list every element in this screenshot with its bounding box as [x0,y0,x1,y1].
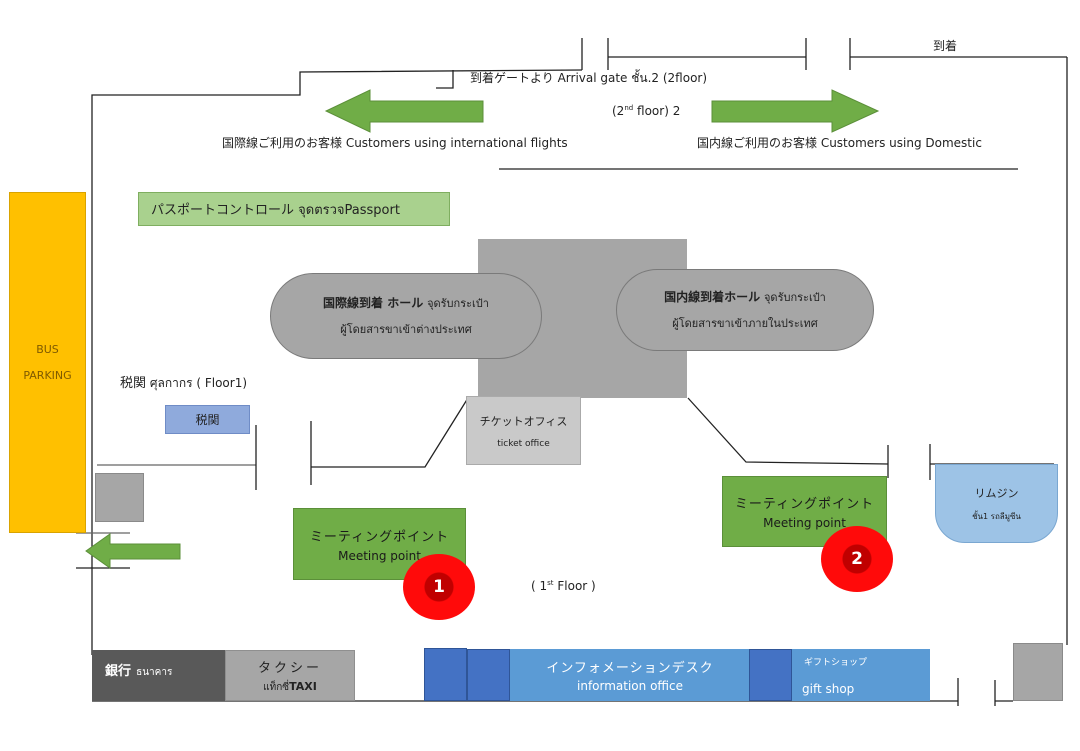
info-counter-left-1 [424,648,467,701]
second-floor-label: (2nd floor) 2 [612,104,680,118]
ticket-office[interactable]: チケットオフィス ticket office [466,396,581,465]
wall-gate-step [436,70,454,89]
arrow-right-domestic [711,89,880,133]
first-floor-prefix: ( 1 [531,579,548,593]
customs-box-label: 税関 [195,413,220,427]
arrival-corner-label: 到着 [933,39,958,53]
taxi-en: TAXI [289,679,317,693]
information-desk[interactable]: インフォメーションデスク information office [510,649,750,701]
international-customers-label: 国際線ご利用のお客様 Customers using international… [222,136,568,150]
meeting-point-2-ja: ミーティングポイント [734,497,875,512]
info-en: information office [577,679,683,693]
wall-top-left [91,69,583,655]
taxi-label: แท็กซี่TAXI [263,680,317,695]
taxi-stand[interactable]: タクシー แท็กซี่TAXI [225,650,355,701]
bus-parking-label-line1: BUS [36,342,59,356]
intl-hall-ja: 国際線到着 ホール [323,296,424,310]
second-floor-sup: nd [624,104,634,112]
meeting-point-1-badge: 1 [403,554,475,620]
customs-heading-th: ศุลกากร ( Floor1) [149,376,248,390]
bank-ja: 銀行 [105,664,132,679]
dom-hall-th: จุดรับกระเป๋า [763,291,826,304]
info-counter-right [749,649,792,701]
limousine-counter[interactable]: リムジン ชั้น1 รถลีมูซีน [935,464,1058,543]
bus-parking-area[interactable]: BUS PARKING [9,192,86,533]
intl-hall-line1: 国際線到着 ホール จุดรับกระเป๋า [323,294,489,312]
passport-control-label: パスポートコントロール จุดตรวจPassport [151,202,400,218]
gift-ja: ギフトショップ [804,657,868,668]
dom-hall-line2: ผู้โดยสารขาเข้าภายในประเทศ [672,317,818,330]
intl-hall-line2: ผู้โดยสารขาเข้าต่างประเทศ [340,323,472,336]
left-pillar [95,473,144,522]
meeting-point-1-en: Meeting point [338,548,421,563]
info-ja: インフォメーションデスク [546,661,714,676]
dom-hall-ja: 国内線到着ホール [664,290,761,304]
ticket-office-ja: チケットオフィス [479,414,568,428]
intl-hall-th: จุดรับกระเป๋า [427,297,489,310]
meeting-point-2-badge: 2 [821,526,893,592]
meeting-point-2-en: Meeting point [763,516,846,530]
meeting-point-1-ja: ミーティングポイント [309,529,450,545]
gift-shop[interactable]: ギフトショップ gift shop [792,649,930,701]
arrival-gate-label: 到着ゲートより Arrival gate ชั้น.2 (2floor) [470,71,708,85]
taxi-ja: タクシー [257,660,322,676]
bus-parking-label-line2: PARKING [23,368,72,382]
domestic-customers-label: 国内線ご利用のお客様 Customers using Domestic [697,136,982,150]
bank-label: 銀行 ธนาคาร [105,660,172,680]
dom-hall-line1: 国内線到着ホール จุดรับกระเป๋า [664,288,826,306]
first-floor-suffix: Floor ) [553,579,596,593]
arrow-left-international [324,89,484,133]
taxi-th: แท็กซี่ [263,681,290,693]
second-floor-suffix: floor) 2 [633,104,681,118]
customs-heading: 税関 ศุลกากร ( Floor1) [120,372,247,393]
first-floor-label: ( 1st Floor ) [531,579,596,593]
gift-en: gift shop [802,681,855,696]
customs-heading-ja: 税関 [120,376,147,391]
right-pillar [1013,643,1063,701]
ticket-office-en: ticket office [497,438,550,449]
bank-th: ธนาคาร [136,667,173,678]
customs-box[interactable]: 税関 [165,405,250,434]
first-floor-sup: st [547,579,554,587]
arrow-left-exit [85,533,181,569]
limousine-ja: リムジン [974,486,1019,500]
bank[interactable]: 銀行 ธนาคาร [92,650,225,701]
international-arrival-hall[interactable]: 国際線到着 ホール จุดรับกระเป๋า ผู้โดยสารขาเข้าต… [270,273,542,359]
limousine-th: ชั้น1 รถลีมูซีน [972,511,1021,521]
info-counter-left-2 [467,649,510,701]
second-floor-prefix: (2 [612,104,625,118]
domestic-arrival-hall[interactable]: 国内線到着ホール จุดรับกระเป๋า ผู้โดยสารขาเข้าภา… [616,269,874,351]
passport-control[interactable]: パスポートコントロール จุดตรวจPassport [138,192,450,226]
